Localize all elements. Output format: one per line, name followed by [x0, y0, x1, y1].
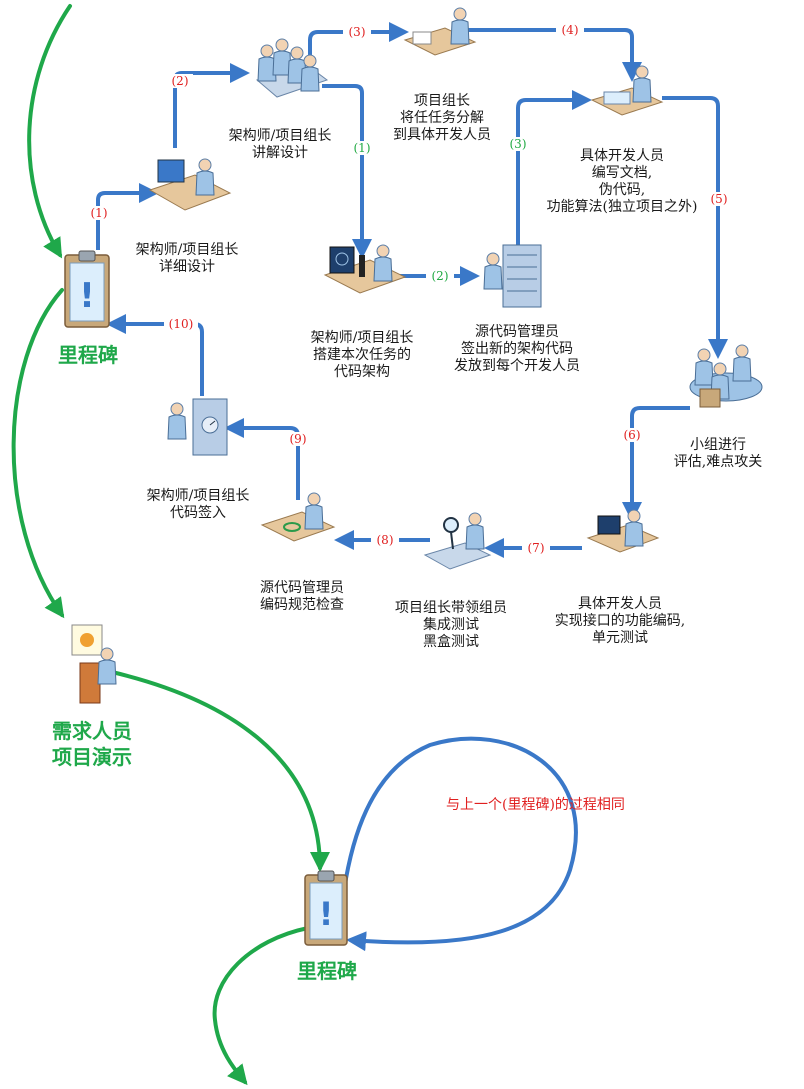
arrow-step-6	[622, 406, 690, 522]
node-label-team-review: 小组进行 评估,难点攻关	[673, 437, 763, 470]
designer-at-desk-icon	[148, 158, 232, 211]
node-label-build-framework: 架构师/项目组长 搭建本次任务的 代码架构	[310, 330, 414, 380]
arrow-green-step-1	[322, 84, 372, 259]
repeat-loop-arrow	[340, 736, 578, 952]
microscope-icon	[323, 244, 407, 294]
milestone-flow	[11, 4, 330, 1086]
presenter-podium-icon	[71, 624, 117, 704]
node-label-check-in: 架构师/项目组长 代码签入	[146, 488, 250, 521]
node-label-scm-checkout: 源代码管理员 签出新的架构代码 发放到每个开发人员	[454, 324, 580, 374]
server-admin-icon	[483, 244, 542, 308]
step-label-green-1: (1)	[354, 141, 371, 155]
svg-text:!: !	[79, 276, 95, 316]
step-label-2: (2)	[172, 74, 189, 88]
node-label-integration: 项目组长带领组员 集成测试 黑盒测试	[395, 600, 507, 650]
node-label-explain-design: 架构师/项目组长 讲解设计	[228, 128, 332, 161]
arrow-step-3	[308, 22, 409, 68]
milestone-2-label: 里程碑	[297, 959, 357, 983]
green-arrow-into-milestone-1	[27, 4, 72, 259]
magnifier-inspection-icon	[423, 512, 492, 570]
leader-desk-icon	[403, 7, 477, 56]
step-label-green-3: (3)	[510, 137, 527, 151]
milestone-1-clipboard-icon: !	[64, 250, 110, 328]
step-label-7: (7)	[528, 541, 545, 555]
arrow-step-1	[96, 183, 159, 250]
green-arrow-demo-to-milestone-2	[110, 670, 330, 872]
milestone-1-label: 里程碑	[58, 343, 118, 367]
step-label-4: (4)	[562, 23, 579, 37]
step-label-9: (9)	[290, 432, 307, 446]
step-label-3: (3)	[349, 25, 366, 39]
svg-text:!: !	[319, 895, 334, 933]
green-arrow-out-of-milestone-2	[212, 926, 310, 1086]
step-label-6: (6)	[624, 428, 641, 442]
node-label-write-docs: 具体开发人员 编写文档, 伪代码, 功能算法(独立项目之外)	[546, 148, 698, 215]
arrow-step-10	[106, 314, 204, 396]
coder-icon	[586, 509, 660, 553]
arrow-step-4	[462, 28, 642, 82]
step-label-5: (5)	[711, 192, 728, 206]
meeting-icon	[255, 38, 329, 98]
step-label-8: (8)	[377, 533, 394, 547]
step-label-1: (1)	[91, 206, 108, 220]
step-label-green-2: (2)	[432, 269, 449, 283]
node-label-implement: 具体开发人员 实现接口的功能编码, 单元测试	[554, 596, 686, 646]
reviewer-desk-icon	[260, 492, 336, 542]
node-label-code-review: 源代码管理员 编码规范检查	[260, 580, 344, 613]
arrow-green-step-3	[516, 90, 592, 250]
demo-label: 需求人员 项目演示	[52, 719, 132, 769]
step-label-10: (10)	[169, 317, 194, 331]
node-label-detail-design: 架构师/项目组长 详细设计	[135, 242, 239, 275]
milestone-2-clipboard-icon: !	[304, 870, 348, 946]
green-arrow-milestone-to-demo	[11, 288, 65, 619]
repeat-process-note: 与上一个(里程碑)的过程相同	[446, 797, 625, 813]
developer-desk-icon	[590, 65, 664, 116]
arrow-step-5	[662, 96, 728, 359]
team-table-icon	[689, 344, 763, 408]
node-label-task-split: 项目组长 将任任务分解 到具体开发人员	[393, 93, 491, 143]
safe-icon	[167, 398, 228, 456]
